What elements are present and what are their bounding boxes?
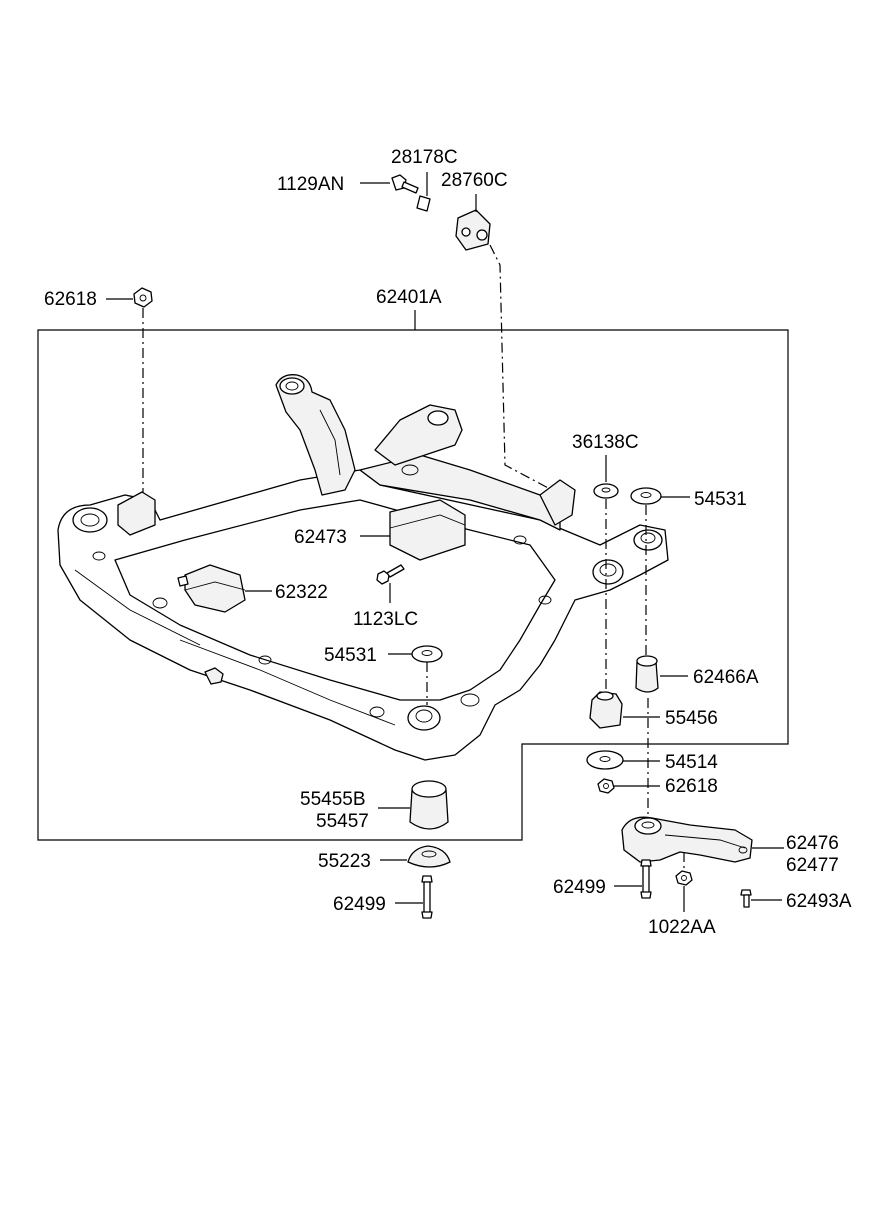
mount-62322 bbox=[177, 564, 246, 613]
washer-54531-right bbox=[630, 487, 662, 505]
bracket-62476-62477 bbox=[621, 816, 753, 863]
bracket-62473 bbox=[389, 499, 466, 561]
subframe-62401A bbox=[57, 374, 669, 761]
washer-54514 bbox=[586, 750, 624, 770]
assembly-frame-outline bbox=[37, 329, 789, 841]
label-62499-right: 62499 bbox=[553, 877, 606, 898]
bolt-62499-right bbox=[640, 859, 652, 899]
nut-62618-top bbox=[133, 287, 153, 308]
label-1129AN: 1129AN bbox=[277, 174, 344, 195]
label-62618-bottom: 62618 bbox=[665, 776, 718, 797]
bolt-62499-left bbox=[421, 875, 433, 919]
label-62476: 62476 bbox=[786, 833, 839, 854]
pin-28178C bbox=[416, 195, 431, 212]
washer-55223 bbox=[407, 845, 451, 868]
label-55455B: 55455B bbox=[300, 789, 366, 810]
nut-1022AA bbox=[675, 870, 693, 886]
label-55456: 55456 bbox=[665, 708, 718, 729]
bushing-55456 bbox=[589, 691, 623, 729]
label-36138C: 36138C bbox=[572, 432, 639, 453]
label-28178C: 28178C bbox=[391, 147, 458, 168]
label-54531-left: 54531 bbox=[324, 645, 377, 666]
washer-36138C bbox=[593, 483, 619, 499]
label-62401A: 62401A bbox=[376, 287, 442, 308]
label-1022AA: 1022AA bbox=[648, 917, 716, 938]
bolt-1129AN bbox=[391, 174, 419, 194]
hanger-28760C bbox=[455, 209, 491, 251]
bushing-62466A bbox=[635, 655, 659, 693]
label-62473: 62473 bbox=[294, 527, 347, 548]
label-55223: 55223 bbox=[318, 851, 371, 872]
label-54531-right: 54531 bbox=[694, 489, 747, 510]
dashed-line-hanger bbox=[489, 244, 553, 491]
label-62493A: 62493A bbox=[786, 891, 852, 912]
label-28760C: 28760C bbox=[441, 170, 508, 191]
label-62477: 62477 bbox=[786, 855, 839, 876]
bolt-62493A bbox=[740, 889, 752, 908]
label-62618-top: 62618 bbox=[44, 289, 97, 310]
washer-54531-left bbox=[411, 645, 443, 663]
label-62499-left: 62499 bbox=[333, 894, 386, 915]
bolt-1123LC bbox=[376, 564, 405, 585]
label-62466A: 62466A bbox=[693, 667, 759, 688]
label-54514: 54514 bbox=[665, 752, 718, 773]
bushing-55455B bbox=[409, 780, 449, 830]
label-62322: 62322 bbox=[275, 582, 328, 603]
label-1123LC: 1123LC bbox=[353, 609, 418, 630]
label-55457: 55457 bbox=[316, 811, 369, 832]
nut-62618-bottom bbox=[597, 778, 615, 794]
